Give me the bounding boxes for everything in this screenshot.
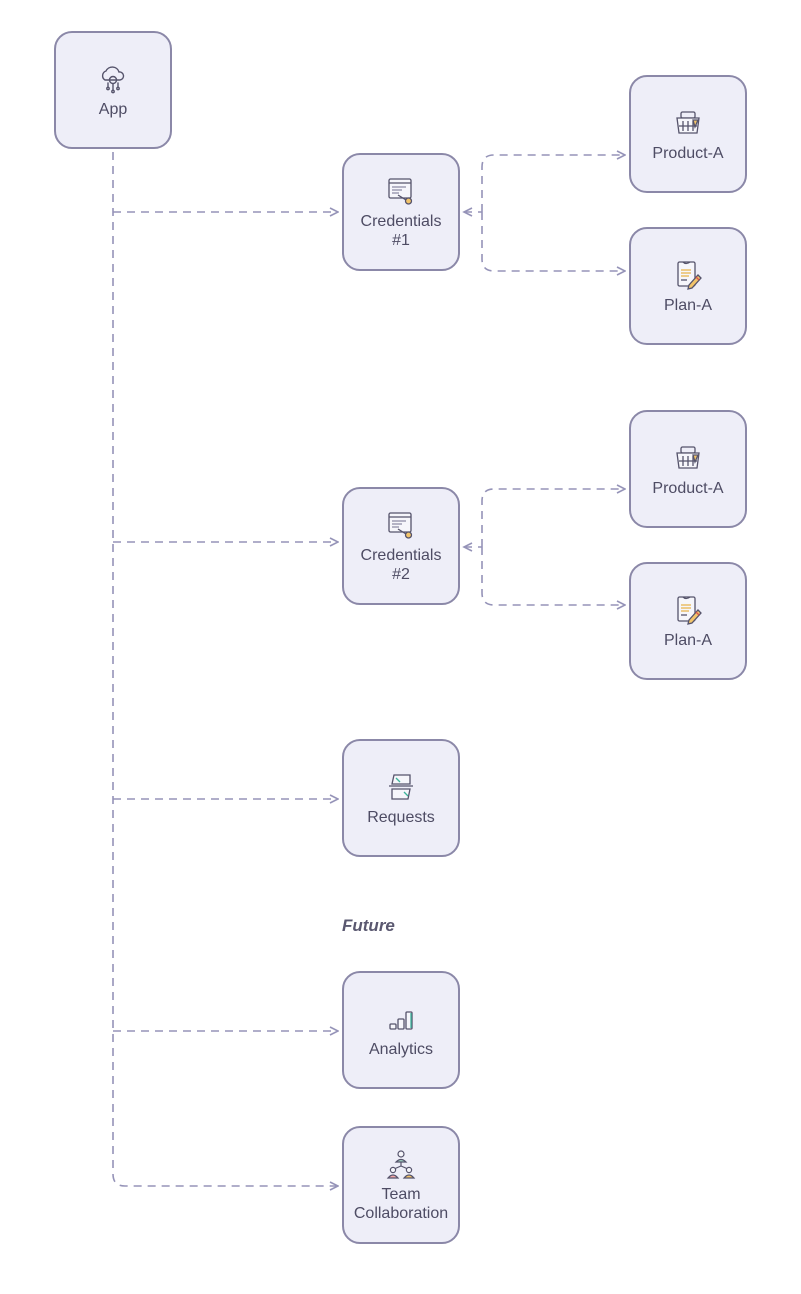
basket-icon [671, 106, 705, 140]
browser-key-icon [384, 174, 418, 208]
credentials-1-node[interactable]: Credentials #1 [342, 153, 460, 271]
edge-app-trunk [112, 152, 338, 1186]
app-node[interactable]: App [54, 31, 172, 149]
edge-credentials-2-product-a [481, 489, 625, 547]
browser-key-icon [384, 508, 418, 542]
plan-a-2-node[interactable]: Plan-A [629, 562, 747, 680]
arrowhead-credentials-2 [462, 542, 473, 552]
credentials-2-label: Credentials #2 [360, 547, 442, 583]
bar-chart-icon [384, 1002, 418, 1036]
requests-label: Requests [367, 808, 435, 826]
product-a-1-label: Product-A [652, 144, 724, 162]
plan-a-2-label: Plan-A [663, 631, 713, 649]
future-section-label: Future [342, 916, 395, 935]
app-label: App [98, 100, 128, 118]
product-a-1-node[interactable]: Product-A [629, 75, 747, 193]
analytics-label: Analytics [368, 1040, 434, 1058]
team-collaboration-label: Team Collaboration [353, 1186, 449, 1222]
credentials-2-node[interactable]: Credentials #2 [342, 487, 460, 605]
cloud-icon [96, 62, 130, 96]
edge-credentials-1-product-a [481, 155, 625, 212]
basket-icon [671, 441, 705, 475]
arrowhead-credentials-1 [462, 207, 473, 217]
clipboard-pencil-icon [671, 593, 705, 627]
analytics-node[interactable]: Analytics [342, 971, 460, 1089]
product-a-2-node[interactable]: Product-A [629, 410, 747, 528]
plan-a-1-node[interactable]: Plan-A [629, 227, 747, 345]
edge-credentials-2-plan-a [481, 547, 625, 605]
edge-credentials-1-plan-a [481, 212, 625, 271]
credentials-1-label: Credentials #1 [360, 213, 442, 249]
team-collaboration-node[interactable]: Team Collaboration [342, 1126, 460, 1244]
requests-node[interactable]: Requests [342, 739, 460, 857]
plan-a-1-label: Plan-A [663, 296, 713, 314]
team-icon [384, 1147, 418, 1181]
document-transfer-icon [384, 770, 418, 804]
clipboard-pencil-icon [671, 258, 705, 292]
product-a-2-label: Product-A [652, 479, 724, 497]
